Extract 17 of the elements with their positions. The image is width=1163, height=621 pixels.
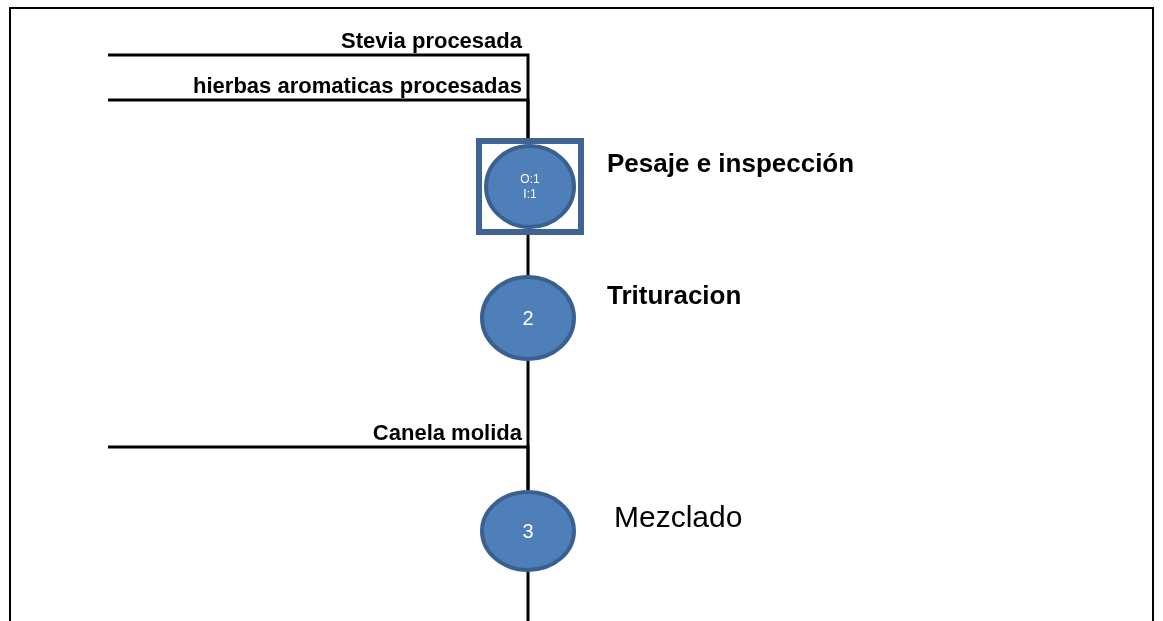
step-number: 3 [522,519,534,543]
step-label: Pesaje e inspección [607,148,855,179]
material-label: Canela molida [108,410,522,447]
flow-line [526,572,530,621]
step-number: 2 [522,306,534,330]
step-number: O:1 [520,172,540,187]
flow-line [526,235,530,275]
step-number: I:1 [523,186,537,201]
operation-circle [480,275,576,361]
flow-line [106,445,530,492]
flow-line [106,98,530,140]
material-label: Stevia procesada [108,18,522,55]
step-label: Mezclado [614,500,743,534]
operation-circle [480,490,576,572]
material-label: hierbas aromaticas procesadas [108,64,522,100]
operation-inspection-symbol [476,138,584,235]
step-label: Trituracion [607,280,742,311]
